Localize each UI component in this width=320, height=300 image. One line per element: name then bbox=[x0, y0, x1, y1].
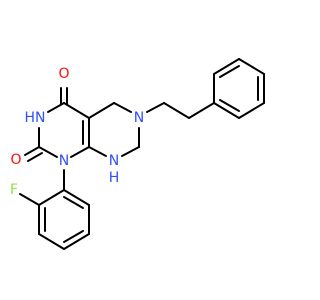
bond-ph2-ph3 bbox=[213, 58, 240, 75]
atom-o2: O bbox=[10, 152, 21, 168]
bond-ch2a-ch2b bbox=[163, 102, 190, 119]
bond-ar4-ar5 bbox=[63, 233, 90, 250]
bond-n8-c8a bbox=[88, 146, 107, 157]
atom-labels: O O HN N N N H F bbox=[10, 66, 144, 198]
bond-c5-n6 bbox=[113, 102, 132, 113]
bond-ar1-ar2 bbox=[38, 189, 65, 206]
atom-f: F bbox=[10, 182, 18, 198]
bond-ph3-ph4 bbox=[238, 58, 265, 75]
bond-ar2-f bbox=[19, 193, 40, 206]
atom-n6: N bbox=[134, 110, 144, 126]
bond-lines bbox=[19, 58, 265, 250]
bond-c7-n8 bbox=[121, 146, 140, 157]
atom-n1: N bbox=[59, 153, 69, 169]
bond-ch2b-ph bbox=[188, 102, 215, 119]
bond-ar6-ar1-double bbox=[63, 196, 84, 209]
bond-c2-o2 bbox=[24, 146, 40, 156]
bond-c4a-c5 bbox=[88, 102, 115, 119]
bond-n1-c8a bbox=[70, 146, 90, 158]
atom-n8: N bbox=[109, 153, 119, 169]
bond-ph2-ph3-double bbox=[219, 65, 240, 78]
bond-n6-ch2a bbox=[146, 102, 165, 113]
bond-ph6-ph1-double bbox=[219, 99, 240, 112]
bond-ar3-ar4 bbox=[38, 233, 65, 250]
bond-ph5-ph6 bbox=[238, 102, 265, 119]
molecule-structure: O O HN N N N H F bbox=[10, 58, 265, 250]
bond-ph6-ph1 bbox=[213, 102, 240, 119]
atom-h8: H bbox=[109, 170, 120, 186]
bond-c4a-c4 bbox=[63, 102, 90, 119]
bond-ar4-ar5-double bbox=[63, 230, 84, 243]
bond-ar6-ar1 bbox=[63, 189, 90, 206]
atom-o4: O bbox=[58, 66, 69, 82]
bond-c2-n1 bbox=[38, 146, 58, 158]
bond-c4-n3 bbox=[47, 102, 65, 113]
atom-n3: HN bbox=[25, 110, 46, 126]
bond-c2-o2-double bbox=[27, 152, 43, 162]
